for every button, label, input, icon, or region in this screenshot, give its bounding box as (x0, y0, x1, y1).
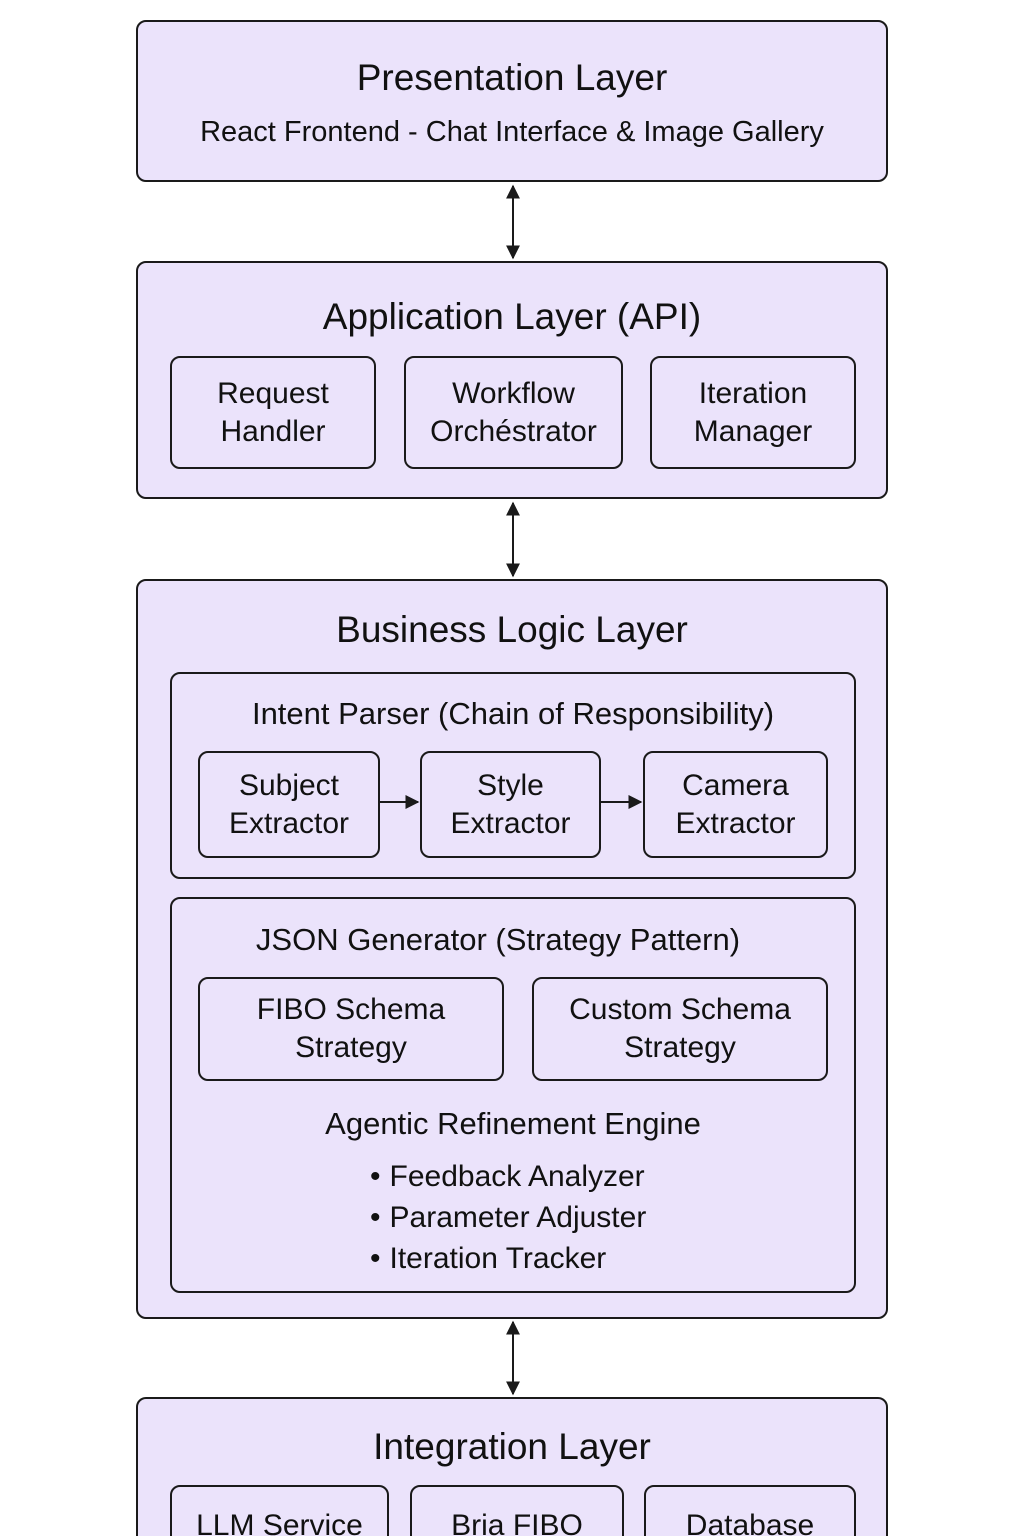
style-extractor-box: Style Extractor (420, 751, 601, 858)
business-logic-layer-title: Business Logic Layer (336, 609, 688, 650)
refinement-engine-title: Agentic Refinement Engine (325, 1106, 701, 1141)
custom-schema-strategy-line2: Strategy (624, 1031, 736, 1064)
request-handler-line2: Handler (220, 414, 326, 448)
intent-parser-group: Intent Parser (Chain of Responsibility) (170, 672, 856, 879)
database-box: Database (644, 1485, 856, 1536)
presentation-layer: Presentation Layer React Frontend - Chat… (136, 20, 888, 182)
fibo-schema-strategy-line1: FIBO Schema (256, 993, 446, 1026)
iteration-manager-line2: Manager (693, 414, 813, 448)
workflow-orchestrator-box: Workflow Orchéstrator (404, 356, 623, 469)
json-generator-title: JSON Generator (Strategy Pattern) (255, 922, 741, 957)
custom-schema-strategy-line1: Custom Schema (569, 993, 791, 1026)
iteration-manager-box: Iteration Manager (650, 356, 856, 469)
custom-schema-strategy-box: Custom Schema Strategy (532, 977, 828, 1081)
presentation-layer-title: Presentation Layer (356, 57, 668, 98)
bria-fibo-label: Bria FIBO (451, 1509, 583, 1536)
camera-extractor-box: Camera Extractor (643, 751, 828, 858)
llm-service-label: LLM Service (196, 1509, 363, 1536)
integration-layer-title: Integration Layer (373, 1426, 651, 1467)
style-extractor-line2: Extractor (450, 806, 571, 840)
request-handler-line1: Request (217, 376, 329, 410)
presentation-layer-subtitle: React Frontend - Chat Interface & Image … (200, 116, 824, 148)
request-handler-box: Request Handler (170, 356, 376, 469)
intent-parser-title: Intent Parser (Chain of Responsibility) (251, 696, 775, 731)
llm-service-box: LLM Service (170, 1485, 389, 1536)
refinement-engine-list: Feedback Analyzer Parameter Adjuster Ite… (370, 1156, 647, 1279)
workflow-orchestrator-line2: Orchéstrator (430, 414, 597, 448)
camera-extractor-line2: Extractor (675, 806, 796, 840)
camera-extractor-line1: Camera (682, 768, 789, 802)
fibo-schema-strategy-box: FIBO Schema Strategy (198, 977, 504, 1081)
subject-extractor-line2: Extractor (228, 806, 350, 840)
database-label: Database (685, 1509, 815, 1536)
refinement-item: Parameter Adjuster (370, 1197, 647, 1238)
subject-extractor-line1: Subject (238, 768, 340, 802)
refinement-item: Feedback Analyzer (370, 1156, 646, 1197)
workflow-orchestrator-line1: Workflow (452, 376, 575, 410)
json-generator-group: JSON Generator (Strategy Pattern) Agenti… (170, 897, 856, 1293)
style-extractor-line1: Style (477, 768, 544, 802)
subject-extractor-box: Subject Extractor (198, 751, 380, 858)
iteration-manager-line1: Iteration (698, 376, 808, 410)
fibo-schema-strategy-line2: Strategy (295, 1031, 407, 1064)
bria-fibo-box: Bria FIBO (410, 1485, 624, 1536)
refinement-item: Iteration Tracker (370, 1238, 646, 1279)
application-layer-title: Application Layer (API) (322, 296, 702, 337)
